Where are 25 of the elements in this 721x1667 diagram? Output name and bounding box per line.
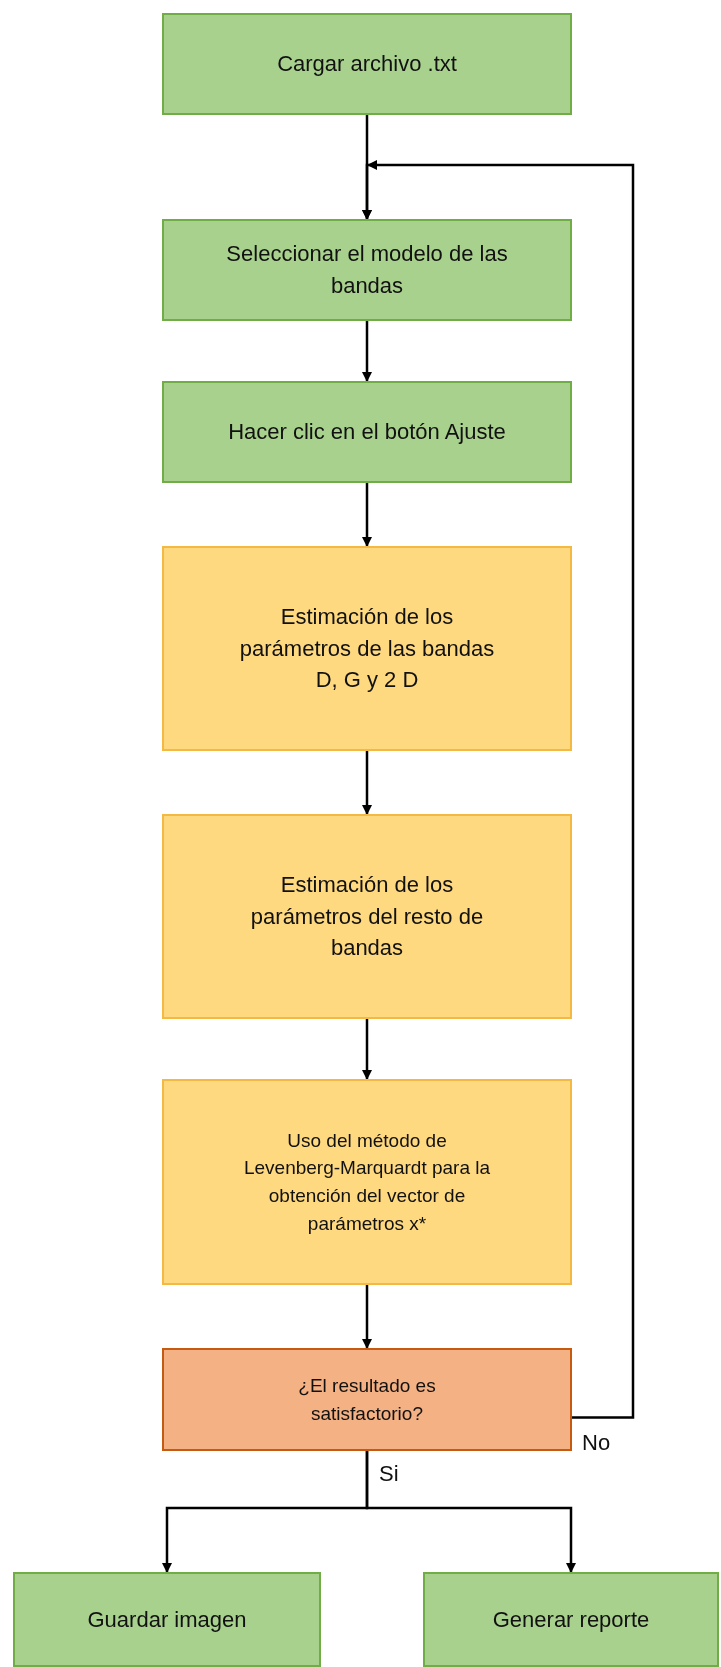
step-text: Generar reporte xyxy=(492,1605,650,1634)
process-box xyxy=(162,1079,572,1285)
process-box xyxy=(162,814,572,1019)
step-text: Hacer clic en el botón Ajuste xyxy=(228,418,506,447)
step-text: Guardar imagen xyxy=(87,1605,247,1634)
arrow xyxy=(362,321,372,382)
step-text: Uso del método de Levenberg-Marquardt para la obtención del vector de parámetros x* xyxy=(242,1128,492,1236)
step-text: Estimación de los parámetros del resto de bandas xyxy=(249,870,485,963)
process-box xyxy=(162,13,572,115)
step-text: Estimación de los parámetros de las bandas D, G y 2 D xyxy=(239,602,495,695)
arrow xyxy=(362,160,635,1419)
step-text: Seleccionar el modelo de las bandas xyxy=(225,240,509,300)
decision-box xyxy=(162,1348,572,1451)
step-text: ¿El resultado es satisfactorio? xyxy=(297,1373,437,1426)
process-box xyxy=(13,1572,321,1667)
arrow xyxy=(362,1019,372,1080)
process-box xyxy=(162,546,572,751)
arrow xyxy=(362,483,372,547)
arrow xyxy=(365,1451,576,1573)
arrow xyxy=(362,1285,372,1349)
process-box xyxy=(162,381,572,483)
process-box xyxy=(423,1572,719,1667)
step-text: Cargar archivo .txt xyxy=(277,50,457,79)
arrow xyxy=(362,751,372,815)
process-box xyxy=(162,219,572,321)
